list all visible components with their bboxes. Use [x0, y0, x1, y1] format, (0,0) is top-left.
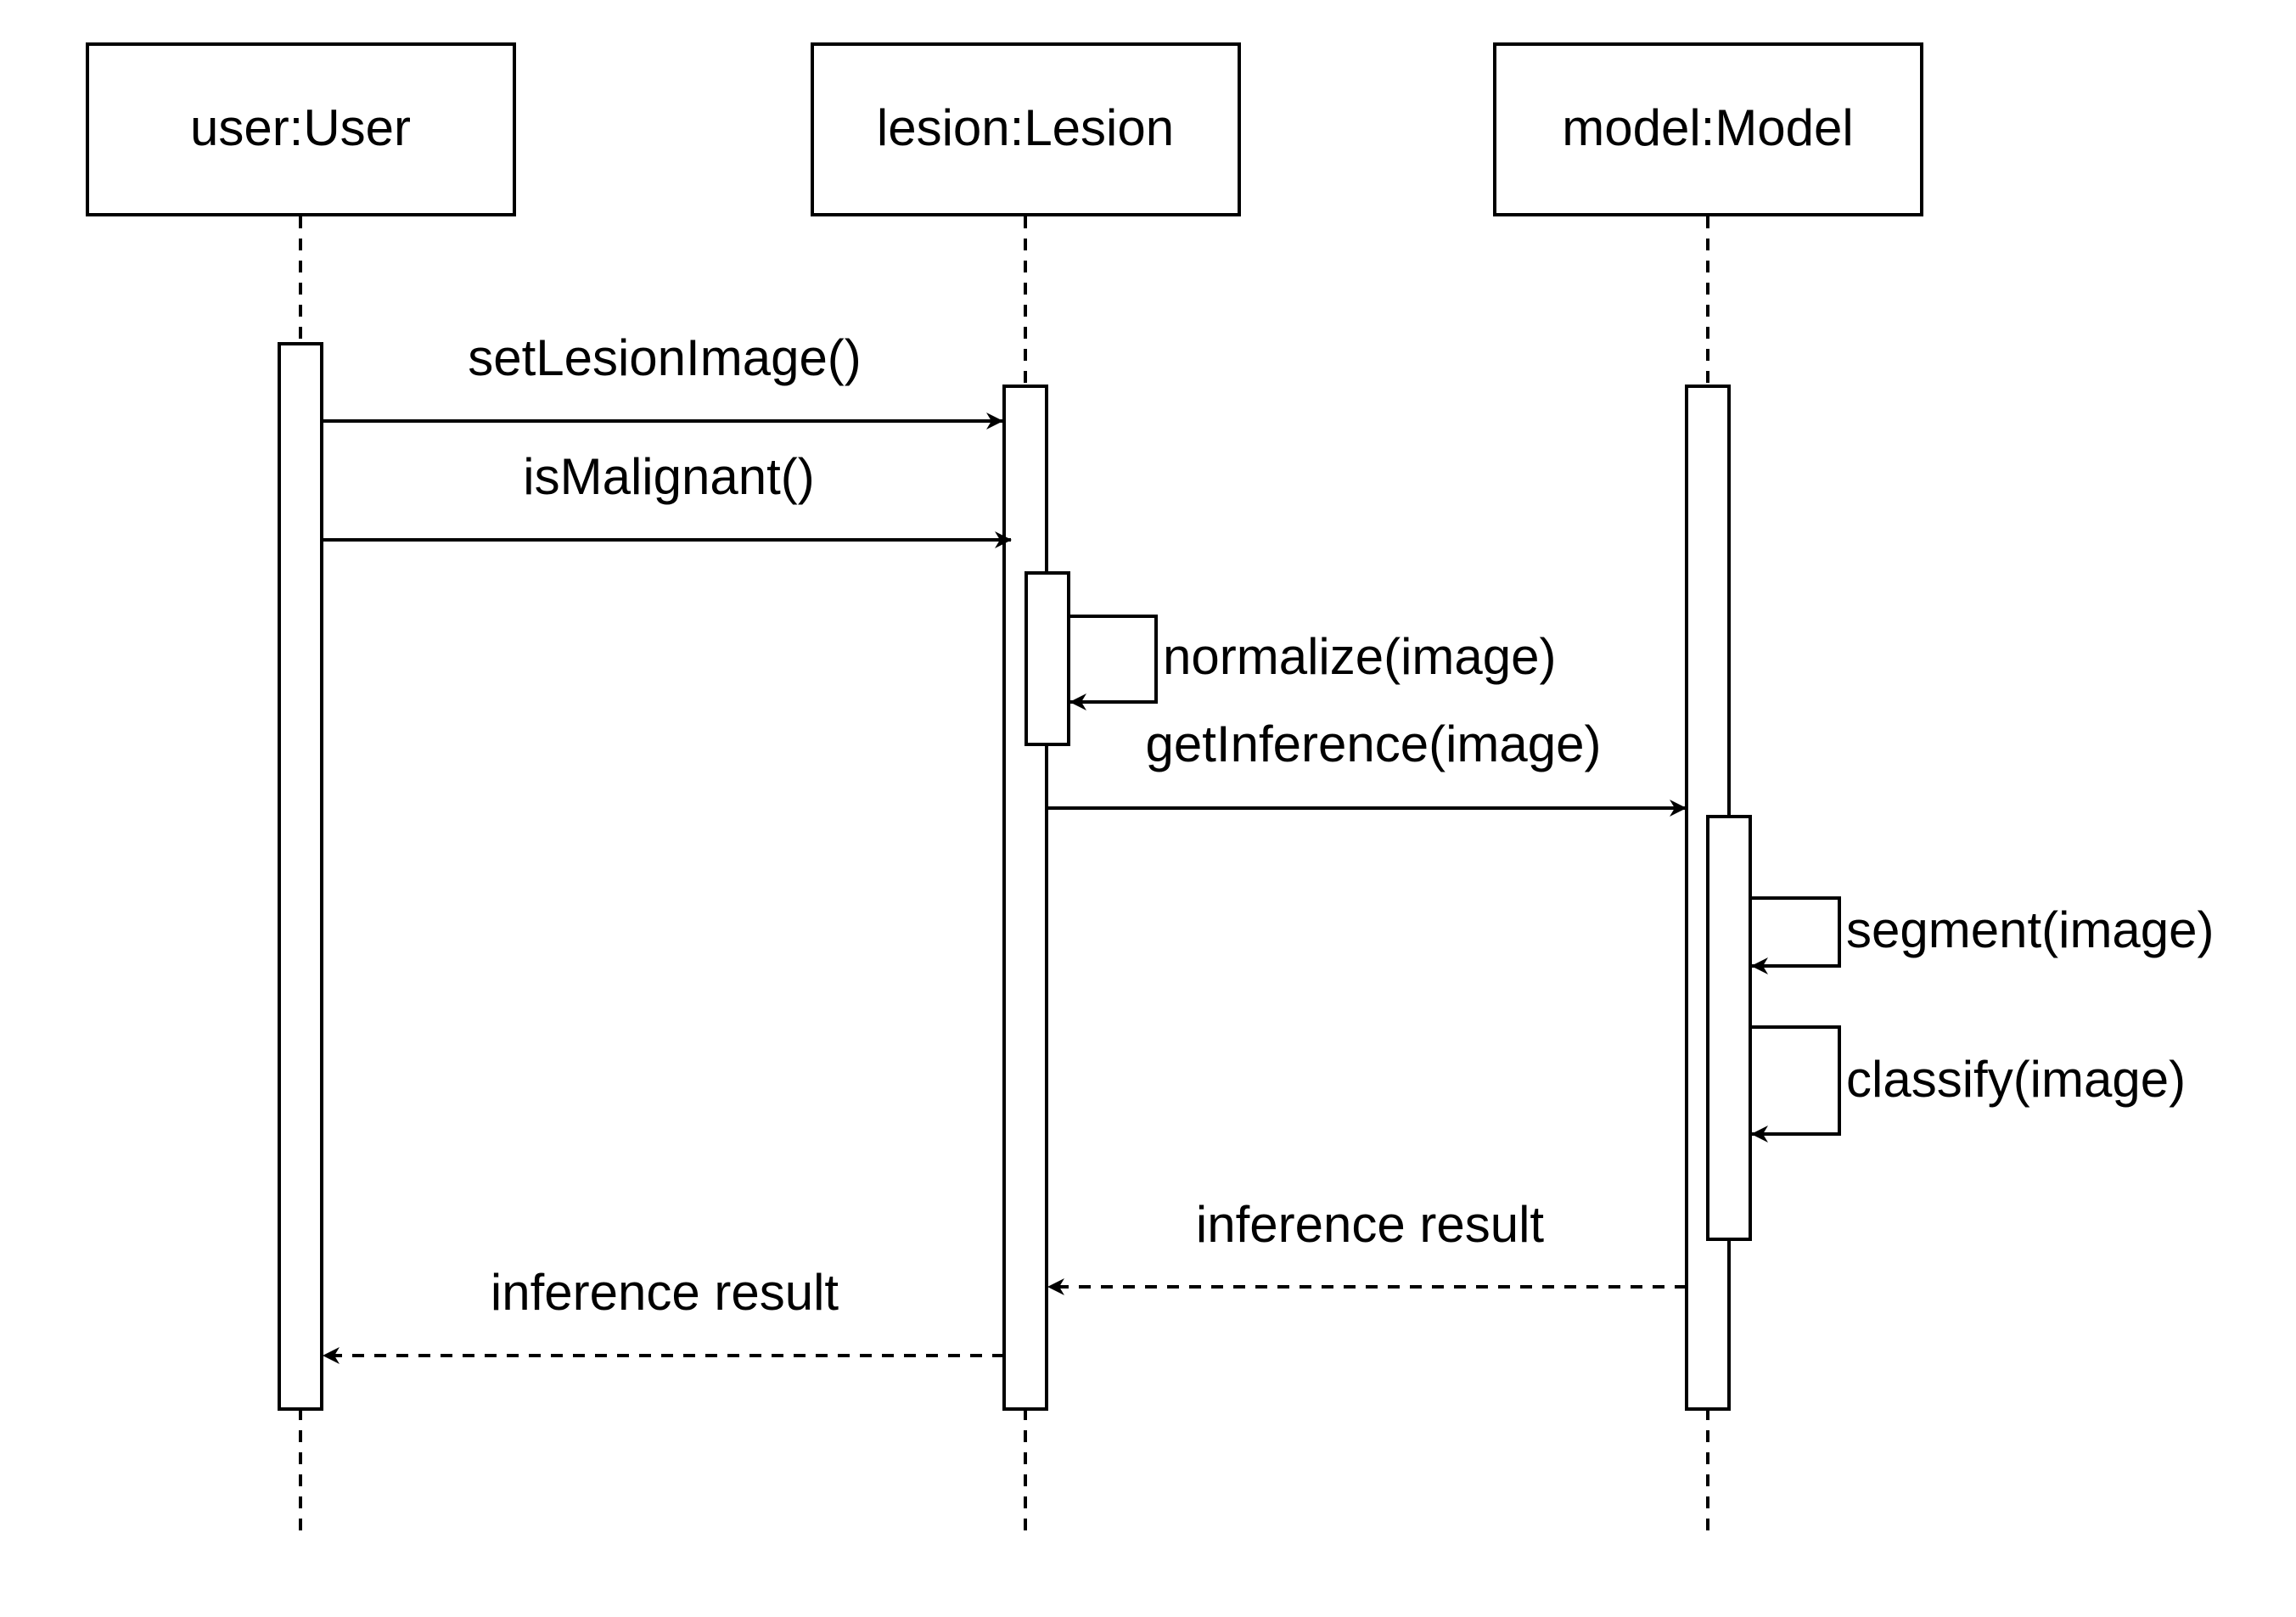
activation-user [278, 342, 323, 1411]
message-set-lesion-image: setLesionImage() [322, 329, 1003, 430]
participant-user[interactable]: user:User [86, 42, 516, 216]
message-segment: segment(image) [1750, 896, 2215, 974]
message-classify: classify(image) [1750, 1025, 2186, 1143]
activation-lesion-nested [1024, 571, 1070, 746]
message-label: inference result [491, 1264, 839, 1321]
participant-label: user:User [190, 99, 411, 156]
participant-label: lesion:Lesion [877, 99, 1174, 156]
message-return-model-to-lesion: inference result [1047, 1196, 1687, 1295]
message-label: getInference(image) [1146, 716, 1602, 772]
message-normalize: normalize(image) [1069, 615, 1556, 710]
message-get-inference: getInference(image) [1047, 716, 1687, 817]
message-label: segment(image) [1846, 901, 2215, 958]
message-label: normalize(image) [1163, 628, 1556, 685]
message-label: setLesionImage() [468, 329, 862, 386]
participant-lesion[interactable]: lesion:Lesion [811, 42, 1241, 216]
message-label: inference result [1196, 1196, 1545, 1253]
message-label: isMalignant() [523, 448, 814, 505]
message-is-malignant: isMalignant() [322, 448, 1012, 548]
activation-lesion [1002, 385, 1048, 1411]
message-return-lesion-to-user: inference result [323, 1264, 1004, 1364]
message-label: classify(image) [1846, 1051, 2186, 1108]
participant-label: model:Model [1562, 99, 1854, 156]
activation-model-nested [1706, 815, 1752, 1241]
participant-model[interactable]: model:Model [1493, 42, 1923, 216]
